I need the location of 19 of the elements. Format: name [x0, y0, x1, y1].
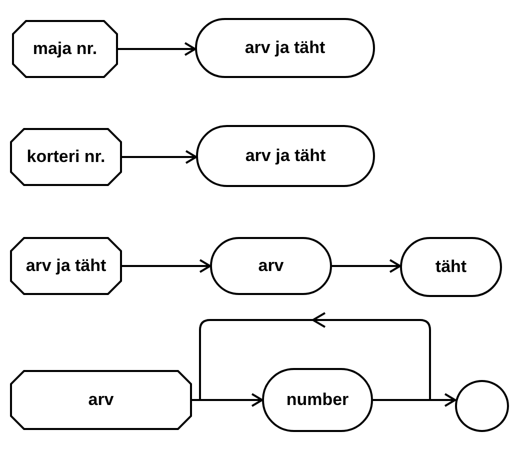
node-label: arv	[88, 390, 114, 410]
node-label: number	[286, 390, 349, 410]
node-label: maja nr.	[32, 39, 98, 59]
node-label: arv	[258, 256, 284, 276]
arrow	[192, 393, 263, 407]
node-label: korteri nr.	[26, 147, 106, 167]
arrow	[122, 259, 211, 273]
node-label: täht	[435, 257, 467, 277]
octagon-box	[12, 20, 118, 78]
octagon-box	[10, 128, 122, 186]
octagon-box	[10, 237, 122, 295]
node-label: arv ja täht	[26, 256, 106, 276]
octagon-box	[10, 370, 192, 430]
node-label: arv ja täht	[245, 146, 326, 166]
arrow	[332, 259, 401, 273]
node-label: arv ja täht	[244, 38, 326, 58]
arrow	[118, 42, 196, 56]
end-circle	[455, 380, 509, 432]
arrow	[122, 150, 197, 164]
